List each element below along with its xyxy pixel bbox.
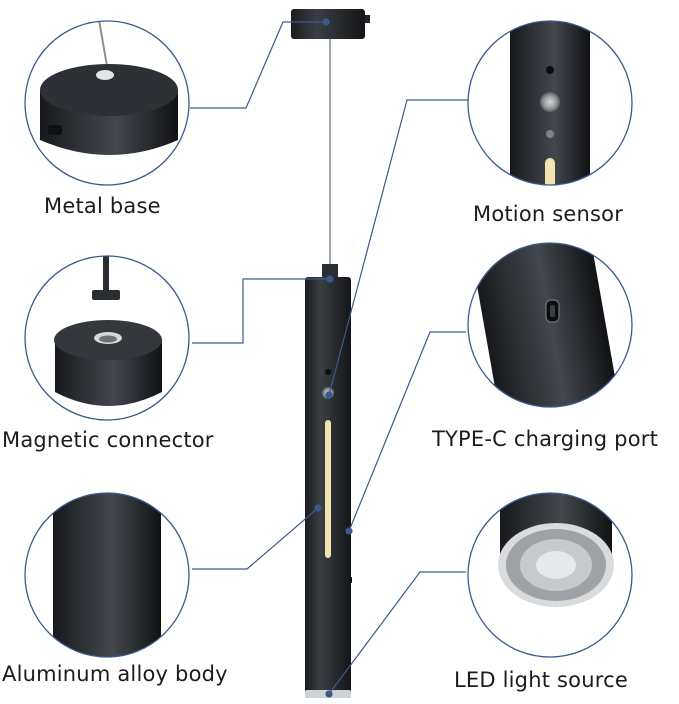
leader-lines (190, 18, 468, 698)
detail-metal-base (24, 20, 190, 186)
detail-led-source (467, 492, 633, 658)
pendant-lamp (291, 9, 370, 698)
magnetic-connector-part (322, 264, 338, 278)
led-strip (325, 420, 331, 558)
label-aluminum-body: Aluminum alloy body (2, 662, 228, 686)
detail-magnetic-connector (24, 255, 190, 421)
detail-aluminum-body (24, 492, 190, 658)
label-typec-port: TYPE-C charging port (432, 427, 659, 451)
detail-motion-sensor (467, 20, 633, 186)
label-metal-base: Metal base (44, 194, 161, 218)
sensor-dot (325, 369, 331, 375)
detail-typec-port (467, 242, 633, 408)
label-magnetic-connector: Magnetic connector (2, 428, 214, 452)
label-motion-sensor: Motion sensor (473, 202, 624, 226)
label-led-source: LED light source (454, 668, 628, 692)
